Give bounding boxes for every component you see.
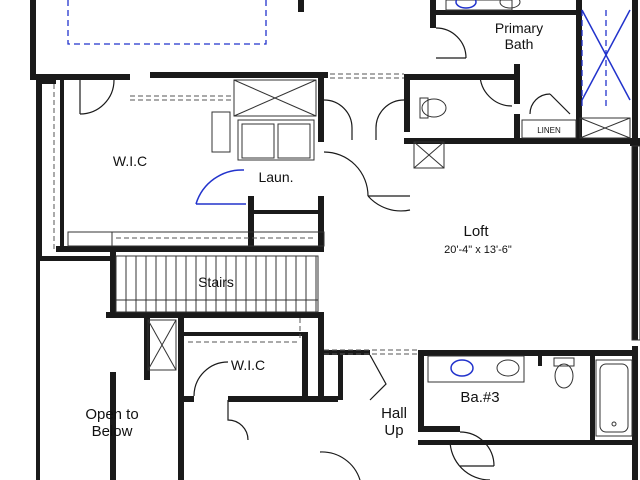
loft-label: Loft bbox=[463, 223, 489, 240]
doors bbox=[79, 27, 571, 480]
linen-label: LINEN bbox=[537, 126, 561, 135]
walls bbox=[30, 0, 640, 480]
room-labels: Primary Bath W.I.C Laun. Loft 20'-4" x 1… bbox=[85, 20, 561, 440]
open-to-below-label-line1: Open to bbox=[85, 406, 138, 423]
dashed-lines bbox=[53, 73, 420, 355]
loft-dimensions: 20'-4" x 13'-6" bbox=[444, 244, 512, 256]
stair-treads bbox=[115, 255, 319, 313]
fixtures bbox=[419, 0, 640, 437]
toilet-icon bbox=[554, 363, 574, 389]
bathtub-icon bbox=[595, 359, 633, 437]
toilet-icon bbox=[421, 98, 447, 118]
primary-bath-label-line1: Primary bbox=[495, 20, 543, 36]
upper-room-outline bbox=[67, 0, 304, 45]
bath3-label: Ba.#3 bbox=[460, 389, 499, 406]
sink-icon bbox=[450, 359, 474, 377]
open-to-below-label-line2: Below bbox=[92, 423, 133, 440]
hall-label-line1: Hall bbox=[381, 405, 407, 422]
stairs-label: Stairs bbox=[198, 274, 234, 290]
laundry-label: Laun. bbox=[258, 169, 293, 185]
washer-dryer bbox=[211, 111, 315, 161]
hall-label-line2: Up bbox=[384, 422, 403, 439]
primary-bath-label-line2: Bath bbox=[505, 36, 534, 52]
closet-boxes bbox=[147, 79, 631, 371]
sink-icon bbox=[455, 0, 477, 9]
wic-bottom-label: W.I.C bbox=[231, 357, 265, 373]
wic-top-label: W.I.C bbox=[113, 153, 147, 169]
